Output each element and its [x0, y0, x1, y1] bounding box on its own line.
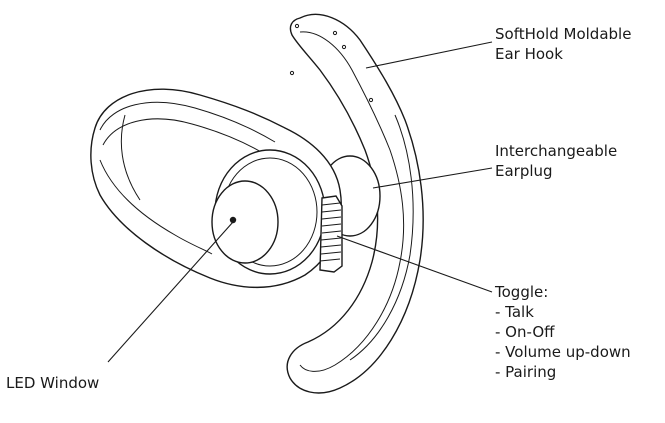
ear-hook-inner-contour	[349, 114, 414, 361]
toggle-wheel-ridges	[319, 202, 342, 262]
ear-hook-label-line: SoftHold Moldable	[495, 25, 632, 43]
ear-hook-hole	[289, 70, 295, 76]
ear-hook-hole	[332, 30, 338, 36]
earplug-label-line: Interchangeable	[495, 142, 618, 160]
leader-line-led-window	[107, 221, 234, 363]
led-window-label-line: LED Window	[6, 374, 100, 392]
led-window-label: LED Window	[6, 373, 99, 393]
toggle-label-line: Toggle:	[495, 283, 549, 301]
earplug-label: Interchangeable Earplug	[495, 141, 617, 181]
ear-hook-label: SoftHold Moldable Ear Hook	[495, 24, 631, 64]
ear-hook-inner-contour	[299, 31, 405, 372]
leader-line-earplug	[372, 167, 493, 189]
ear-hook-hole	[294, 23, 300, 29]
headset-body-band	[102, 118, 269, 157]
toggle-label-line: - Pairing	[495, 363, 557, 381]
toggle-label-line: - Volume up-down	[495, 343, 631, 361]
leader-line-toggle	[336, 235, 493, 293]
earplug-label-line: Earplug	[495, 162, 553, 180]
toggle-wheel	[319, 195, 343, 273]
toggle-label-line: - Talk	[495, 303, 534, 321]
led-window	[211, 180, 279, 264]
ear-hook-hole	[368, 97, 374, 103]
headset-body-band	[120, 114, 141, 201]
headset-body-band	[99, 101, 276, 143]
led-dot	[229, 216, 237, 224]
ear-hook-hole	[341, 44, 347, 50]
leader-line-ear-hook	[365, 41, 493, 69]
toggle-label-line: - On-Off	[495, 323, 555, 341]
toggle-label: Toggle: - Talk - On-Off - Volume up-down…	[495, 282, 631, 382]
ear-hook-label-line: Ear Hook	[495, 45, 563, 63]
headset-body-band	[99, 159, 213, 255]
